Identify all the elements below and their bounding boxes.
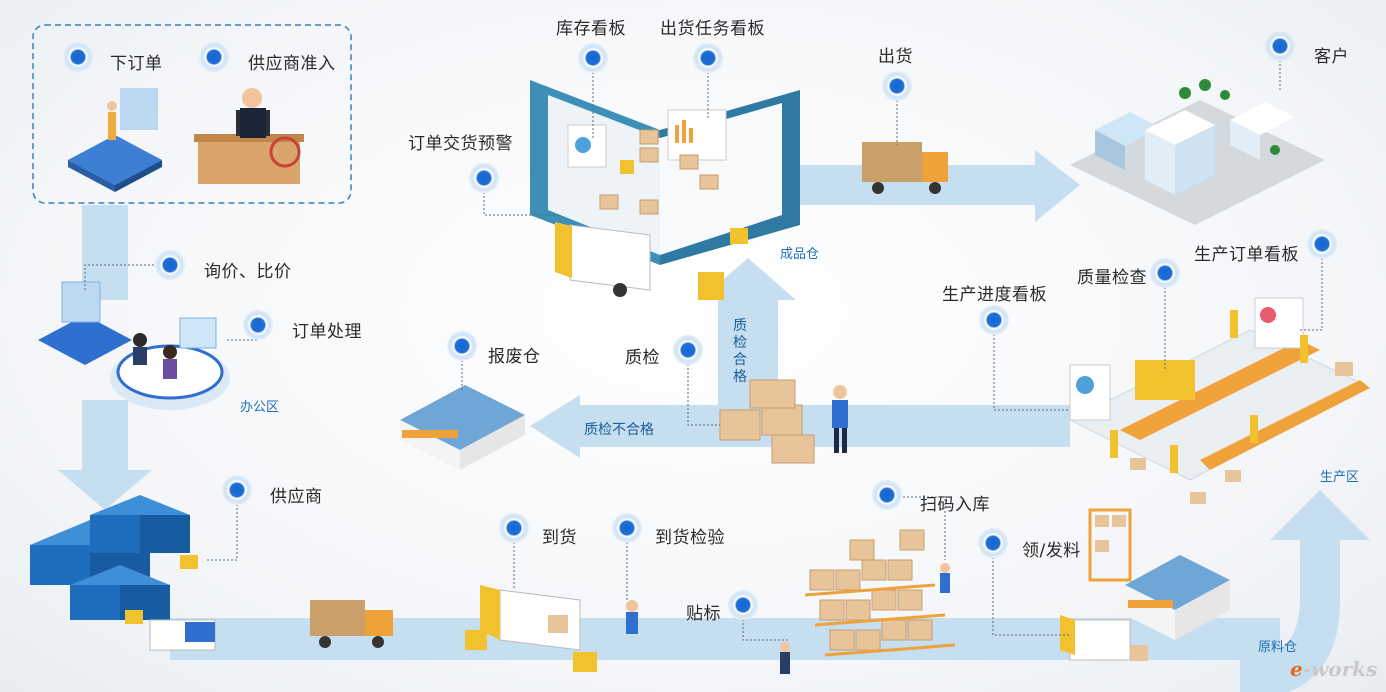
flow-label-qc-fail: 质检不合格 bbox=[584, 422, 654, 438]
marker-production-board bbox=[1307, 229, 1337, 259]
shelves-illustration bbox=[780, 529, 956, 674]
zone-office: 办公区 bbox=[240, 400, 280, 415]
marker-inquiry bbox=[155, 250, 185, 280]
flow-label-qc-pass: 质检合格 bbox=[733, 318, 747, 385]
marker-supplier bbox=[222, 475, 252, 505]
supplier-containers-illustration bbox=[30, 495, 216, 651]
label-shipping-task-board: 出货任务看板 bbox=[660, 19, 765, 39]
flow-arrow-qc-fail bbox=[530, 395, 580, 458]
shipping-truck bbox=[862, 142, 948, 194]
qc-illustration bbox=[719, 379, 848, 464]
marker-order-processing bbox=[243, 310, 273, 340]
arrival-truck bbox=[465, 585, 638, 672]
label-material-issue: 领/发料 bbox=[1022, 541, 1081, 561]
label-order-delivery-alert: 订单交货预警 bbox=[408, 134, 513, 154]
label-arrival-inspection: 到货检验 bbox=[655, 528, 725, 548]
marker-arrival bbox=[499, 513, 529, 543]
marker-progress-board bbox=[979, 305, 1009, 335]
flow-arrow-to-customer bbox=[1035, 150, 1080, 222]
zone-raw-material: 原料仓 bbox=[1258, 640, 1298, 655]
label-labeling: 贴标 bbox=[686, 604, 721, 624]
label-customer: 客户 bbox=[1314, 47, 1349, 67]
marker-delivery-alert bbox=[469, 163, 499, 193]
marker-scrap bbox=[447, 331, 477, 361]
marker-supplier-admission bbox=[199, 42, 229, 72]
label-quality-inspection: 质量检查 bbox=[1077, 268, 1147, 288]
label-scrap-warehouse: 报废仓 bbox=[488, 347, 541, 367]
zone-finished-goods: 成品仓 bbox=[780, 247, 820, 262]
flow-lane-production-qc bbox=[580, 405, 1070, 447]
marker-material-issue bbox=[978, 528, 1008, 558]
label-production-order-board: 生产订单看板 bbox=[1194, 245, 1299, 265]
delivery-truck bbox=[310, 600, 393, 648]
label-inventory-board: 库存看板 bbox=[556, 19, 626, 39]
label-order-processing: 订单处理 bbox=[292, 322, 362, 342]
flow-arrow-office-to-supplier bbox=[58, 470, 152, 510]
raw-material-warehouse bbox=[1060, 508, 1230, 661]
marker-ship-out bbox=[882, 71, 912, 101]
label-inquiry-compare: 询价、比价 bbox=[204, 262, 292, 282]
location-markers bbox=[63, 31, 1337, 620]
label-arrival: 到货 bbox=[542, 528, 577, 548]
eworks-logo: e-works bbox=[1290, 657, 1378, 681]
zone-production: 生产区 bbox=[1320, 470, 1360, 485]
marker-inventory-board bbox=[578, 43, 608, 73]
office-illustration bbox=[38, 281, 230, 410]
label-production-progress-board: 生产进度看板 bbox=[942, 285, 1047, 305]
marker-labeling bbox=[728, 590, 758, 620]
marker-place-order bbox=[63, 42, 93, 72]
flow-arrow-raw-to-production bbox=[1240, 490, 1370, 692]
marker-quality-check bbox=[1150, 258, 1180, 288]
marker-arrival-inspection bbox=[612, 513, 642, 543]
order-illustration bbox=[68, 88, 162, 192]
scrap-warehouse bbox=[400, 385, 525, 470]
label-supplier-admission: 供应商准入 bbox=[248, 54, 336, 74]
marker-qc bbox=[673, 335, 703, 365]
label-qc: 质检 bbox=[625, 348, 660, 368]
finished-goods-warehouse bbox=[530, 80, 800, 300]
marker-shipping-board bbox=[693, 43, 723, 73]
marker-customer bbox=[1265, 31, 1295, 61]
leader-lines bbox=[84, 48, 1323, 641]
production-line bbox=[1068, 297, 1370, 504]
order-dashed-frame bbox=[32, 24, 352, 204]
label-scan-inbound: 扫码入库 bbox=[920, 495, 990, 515]
label-place-order: 下订单 bbox=[110, 54, 163, 74]
label-ship-out: 出货 bbox=[878, 47, 913, 67]
supplier-admission-illustration bbox=[194, 88, 304, 184]
label-supplier: 供应商 bbox=[270, 487, 323, 507]
marker-scan-inbound bbox=[872, 480, 902, 510]
customer-buildings bbox=[1070, 79, 1325, 225]
